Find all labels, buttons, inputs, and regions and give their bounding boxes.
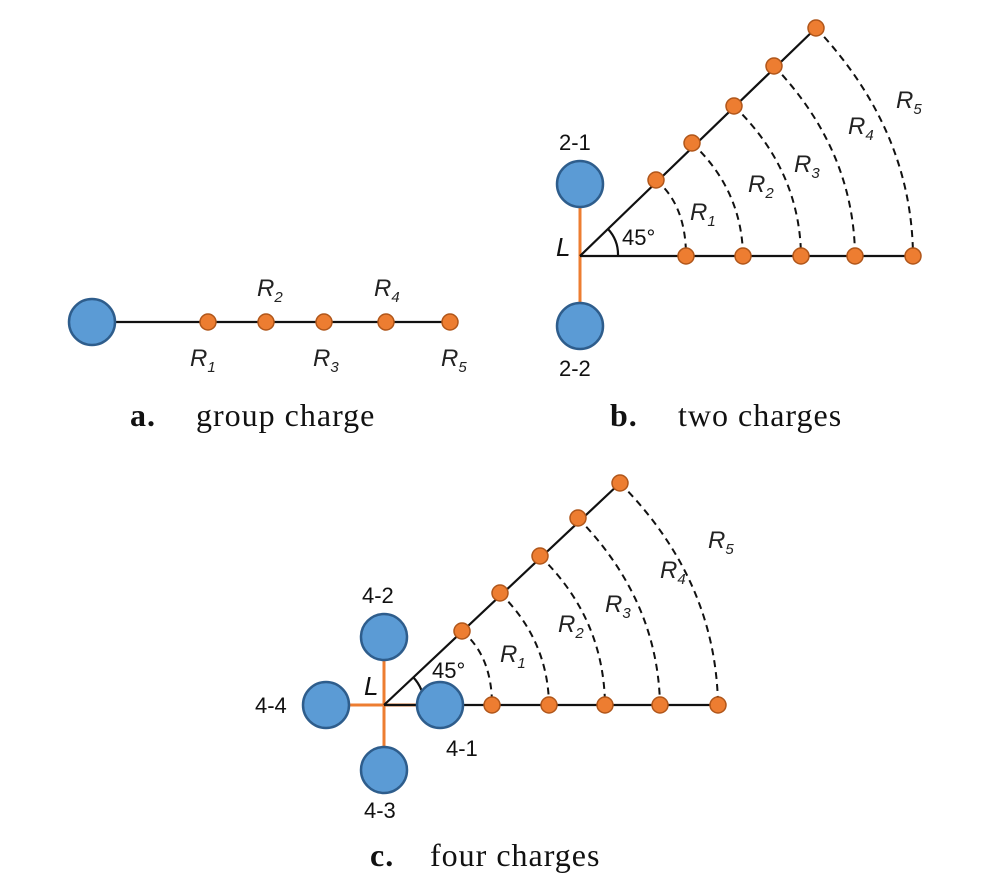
panel-c-charge-4-3 (359, 745, 409, 795)
panel-c-angle-label: 45° (432, 658, 465, 683)
panel-c-site-diag-4 (569, 509, 587, 527)
panel-c-arc-r5 (619, 482, 719, 706)
panel-c-site-diag-1 (453, 622, 471, 640)
panel-c-label-r2: R2 (558, 611, 584, 642)
panel-c-charge-4-2 (359, 612, 409, 662)
panel-b-charge-2-1 (555, 159, 605, 209)
panel-c-arc-r1 (461, 630, 493, 706)
panel-c-charge-label-4-2: 4-2 (362, 583, 394, 608)
panel-b-label-r5: R5 (896, 87, 922, 118)
panel-b-caption-letter: b. (610, 397, 638, 433)
panel-c-center-label: L (364, 671, 378, 701)
panel-b-label-r4: R4 (848, 113, 874, 144)
panel-a-site-r2 (257, 313, 275, 331)
panel-c-site-horiz-2 (540, 696, 558, 714)
panel-b-label-r1: R1 (690, 199, 716, 230)
panel-c: 4-1 4-2 4-3 4-4 L 45° R1 R2 R3 R4 R5 c. … (255, 474, 734, 873)
panel-a-site-r3 (315, 313, 333, 331)
panel-a-charge (67, 297, 117, 347)
panel-b-site-horiz-3 (792, 247, 810, 265)
panel-b-caption-text: two charges (678, 397, 842, 433)
panel-a-site-r5 (441, 313, 459, 331)
panel-c-label-r5: R5 (708, 527, 734, 558)
panel-a-label-r5: R5 (441, 345, 467, 376)
panel-c-charge-4-1 (415, 680, 465, 730)
panel-c-site-horiz-4 (651, 696, 669, 714)
panel-b-arc-r4 (773, 65, 856, 257)
panel-b-site-diag-1 (647, 171, 665, 189)
panel-b-site-diag-2 (683, 134, 701, 152)
panel-b-arc-r2 (691, 142, 744, 257)
panel-b-arc-r3 (733, 105, 802, 257)
panel-b-center-label: L (556, 232, 570, 262)
panel-b-site-horiz-4 (846, 247, 864, 265)
panel-b-angle-arc (607, 228, 620, 257)
panel-a-label-r1: R1 (190, 345, 216, 376)
panel-c-site-diag-2 (491, 584, 509, 602)
panel-b-site-diag-5 (807, 19, 825, 37)
panel-c-label-r3: R3 (605, 591, 631, 622)
panel-b-site-diag-4 (765, 57, 783, 75)
panel-b-site-horiz-1 (677, 247, 695, 265)
panel-b-site-horiz-2 (734, 247, 752, 265)
panel-c-label-r1: R1 (500, 641, 526, 672)
panel-c-charge-label-4-4: 4-4 (255, 693, 287, 718)
panel-a-site-r4 (377, 313, 395, 331)
panel-c-caption-text: four charges (430, 837, 600, 873)
panel-b-arc-r1 (655, 179, 687, 257)
panel-c-charge-label-4-3: 4-3 (364, 798, 396, 823)
panel-a-label-r3: R3 (313, 345, 339, 376)
panel-a-label-r2: R2 (257, 275, 283, 306)
panel-b-charge-2-2 (555, 301, 605, 351)
panel-b-arc-r5 (815, 27, 914, 257)
panel-c-site-horiz-3 (596, 696, 614, 714)
panel-b-site-horiz-5 (904, 247, 922, 265)
panel-c-site-diag-3 (531, 547, 549, 565)
panel-a-caption-letter: a. (130, 397, 156, 433)
panel-c-site-horiz-1 (483, 696, 501, 714)
panel-a-site-r1 (199, 313, 217, 331)
panel-a: R1 R2 R3 R4 R5 a. group charge (67, 275, 467, 433)
panel-b-site-diag-3 (725, 97, 743, 115)
panel-c-site-diag-5 (611, 474, 629, 492)
panel-b-charge-label-2-2: 2-2 (559, 356, 591, 381)
panel-b-angle-label: 45° (622, 225, 655, 250)
panel-c-site-horiz-5 (709, 696, 727, 714)
panel-c-caption-letter: c. (370, 837, 394, 873)
panel-c-charge-label-4-1: 4-1 (446, 736, 478, 761)
panel-c-arc-r4 (577, 517, 661, 706)
panel-c-label-r4: R4 (660, 557, 686, 588)
panel-c-arc-r3 (539, 555, 606, 706)
panel-c-charge-4-4 (301, 680, 351, 730)
panel-b-charge-label-2-1: 2-1 (559, 130, 591, 155)
panel-b: 2-1 2-2 L 45° R1 R2 R3 R4 R5 b. two char… (555, 19, 922, 433)
panel-b-label-r3: R3 (794, 151, 820, 182)
panel-a-caption-text: group charge (196, 397, 375, 433)
panel-b-label-r2: R2 (748, 171, 774, 202)
panel-c-arc-r2 (499, 592, 550, 706)
panel-a-label-r4: R4 (374, 275, 400, 306)
